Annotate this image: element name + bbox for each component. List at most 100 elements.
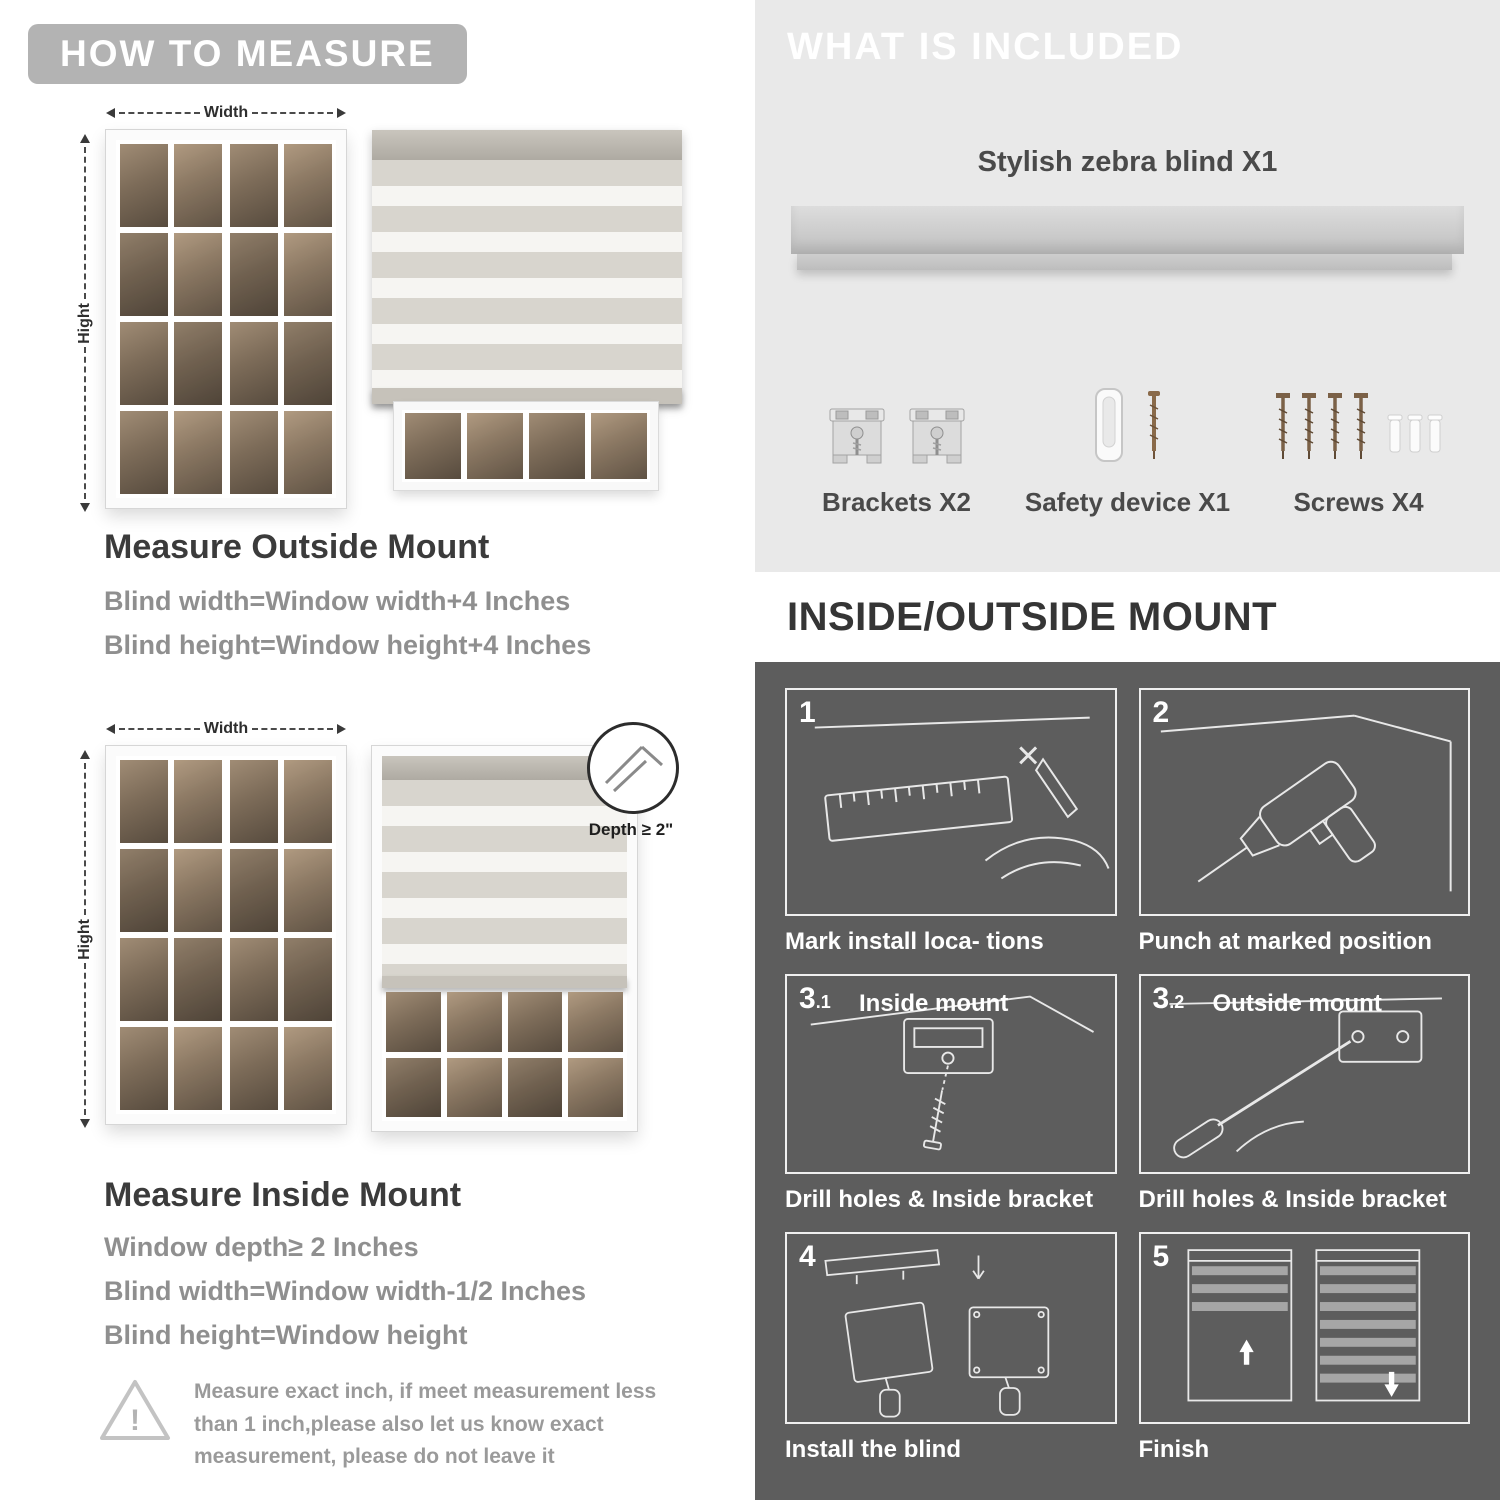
blind-bottom-rail bbox=[382, 976, 627, 988]
arrow-right-icon bbox=[337, 724, 346, 734]
window-pane bbox=[120, 938, 168, 1021]
window-pane bbox=[174, 233, 222, 316]
inside-height-formula: Blind height=Window height bbox=[104, 1320, 468, 1350]
outside-mount-heading: Measure Outside Mount bbox=[104, 528, 490, 566]
arrow-up-icon bbox=[80, 750, 90, 759]
screws-glyph bbox=[1273, 391, 1442, 461]
safety-device-icon bbox=[1068, 385, 1188, 469]
window-pane bbox=[284, 760, 332, 843]
window-sash bbox=[507, 992, 623, 1117]
arrow-left-icon bbox=[106, 108, 115, 118]
window-pane bbox=[174, 849, 222, 932]
install-blind-illustration bbox=[824, 1249, 1050, 1418]
window-pane bbox=[230, 322, 278, 405]
drill-illustration bbox=[1160, 714, 1452, 892]
window-pane bbox=[284, 849, 332, 932]
screws-label: Screws X4 bbox=[1293, 487, 1424, 517]
arrow-right-icon bbox=[337, 108, 346, 118]
zebra-blind bbox=[372, 130, 682, 404]
step-3-1-box: 3.1 Inside mount bbox=[785, 974, 1117, 1174]
outside-width-formula: Blind width=Window width+4 Inches bbox=[104, 586, 571, 616]
window-pane bbox=[174, 760, 222, 843]
step-caption: Install the blind bbox=[785, 1436, 962, 1463]
step-4-box: 4 bbox=[785, 1232, 1117, 1424]
arrow-left-icon bbox=[106, 724, 115, 734]
what-is-included-header: WHAT IS INCLUDED bbox=[787, 26, 1184, 68]
note-text: Measure exact inch, if meet measurement … bbox=[194, 1380, 657, 1469]
outside-height-formula: Blind height=Window height+4 Inches bbox=[104, 630, 592, 660]
step-1: 1 bbox=[785, 688, 1117, 956]
window-pane bbox=[120, 233, 168, 316]
window-pane bbox=[230, 760, 278, 843]
outside-mount-diagram: Width Hight bbox=[72, 104, 732, 534]
window-pane bbox=[529, 413, 585, 479]
window-pane bbox=[446, 1057, 502, 1117]
window-illustration bbox=[105, 129, 347, 509]
safety-device-label: Safety device X1 bbox=[1024, 487, 1231, 517]
window-pane bbox=[507, 992, 563, 1052]
step-number: 2 bbox=[1152, 696, 1170, 729]
right-column: WHAT IS INCLUDED Stylish zebra blind X1 bbox=[755, 0, 1500, 1500]
window-pane bbox=[174, 1027, 222, 1110]
window-pane bbox=[446, 992, 502, 1052]
window-sash bbox=[529, 413, 647, 479]
bracket-icon bbox=[829, 408, 884, 464]
blind-bottom-rail bbox=[372, 388, 682, 404]
included-parts-row: Brackets X2 bbox=[781, 338, 1474, 518]
window-pane bbox=[591, 413, 647, 479]
brackets-item: Brackets X2 bbox=[781, 338, 1012, 518]
window-pane bbox=[120, 322, 168, 405]
zebra-blind-outside-illustration bbox=[372, 130, 692, 491]
window-pane bbox=[230, 233, 278, 316]
mark-locations-illustration bbox=[814, 716, 1110, 880]
window-bottom-illustration bbox=[393, 401, 659, 491]
included-product-title: Stylish zebra blind X1 bbox=[977, 146, 1278, 178]
window-pane bbox=[120, 1027, 168, 1110]
window-pane bbox=[120, 411, 168, 494]
arrow-down-icon bbox=[80, 503, 90, 512]
window-sash bbox=[386, 992, 502, 1117]
width-label: Width bbox=[203, 104, 249, 121]
window-pane bbox=[568, 992, 623, 1052]
window-sash bbox=[230, 144, 332, 494]
step-caption: Mark install loca- tions bbox=[785, 928, 1044, 955]
window-pane bbox=[507, 1057, 563, 1117]
window-pane bbox=[386, 1057, 441, 1117]
window-pane bbox=[284, 233, 332, 316]
step-number: 3.2 bbox=[1152, 982, 1185, 1015]
window-sash bbox=[120, 760, 222, 1110]
step-number: 1 bbox=[799, 696, 816, 729]
arrow-down-icon bbox=[80, 1119, 90, 1128]
measurement-note: ! Measure exact inch, if meet measuremen… bbox=[98, 1376, 688, 1474]
window-pane bbox=[230, 1027, 278, 1110]
how-to-measure-header: HOW TO MEASURE bbox=[28, 24, 467, 84]
inside-depth-formula: Window depth≥ 2 Inches bbox=[104, 1232, 419, 1262]
warning-triangle-icon: ! bbox=[100, 1380, 170, 1440]
window-pane bbox=[386, 992, 441, 1052]
step-caption: Drill holes & Inside bracket bbox=[785, 1186, 1094, 1213]
frame-corner-detail bbox=[604, 745, 664, 793]
window-pane bbox=[174, 938, 222, 1021]
mount-steps-panel: 1 bbox=[755, 662, 1500, 1500]
inside-width-formula: Blind width=Window width-1/2 Inches bbox=[104, 1276, 587, 1306]
bracket-icon bbox=[909, 408, 964, 464]
step-3-2: 3.2 Outside mount Dr bbox=[1138, 974, 1470, 1214]
window-glass bbox=[382, 988, 627, 1121]
width-measure-arrow: Width bbox=[106, 720, 346, 738]
window-pane bbox=[230, 144, 278, 227]
step-caption: Finish bbox=[1138, 1436, 1210, 1463]
safety-device-glyph bbox=[1094, 388, 1160, 462]
blind-headrail bbox=[382, 756, 627, 780]
step-2: 2 Pun bbox=[1138, 688, 1470, 956]
warning-exclamation: ! bbox=[130, 1404, 140, 1437]
window-pane bbox=[120, 760, 168, 843]
height-measure-arrow: Hight bbox=[72, 134, 98, 512]
window-pane bbox=[174, 144, 222, 227]
window-pane bbox=[174, 411, 222, 494]
arrow-up-icon bbox=[80, 134, 90, 143]
step-1-box: 1 bbox=[785, 688, 1117, 916]
step-2-box: 2 bbox=[1138, 688, 1470, 916]
inside-mount-diagram: Width Hight bbox=[72, 720, 732, 1160]
depth-label: Depth ≥ 2" bbox=[588, 820, 674, 839]
